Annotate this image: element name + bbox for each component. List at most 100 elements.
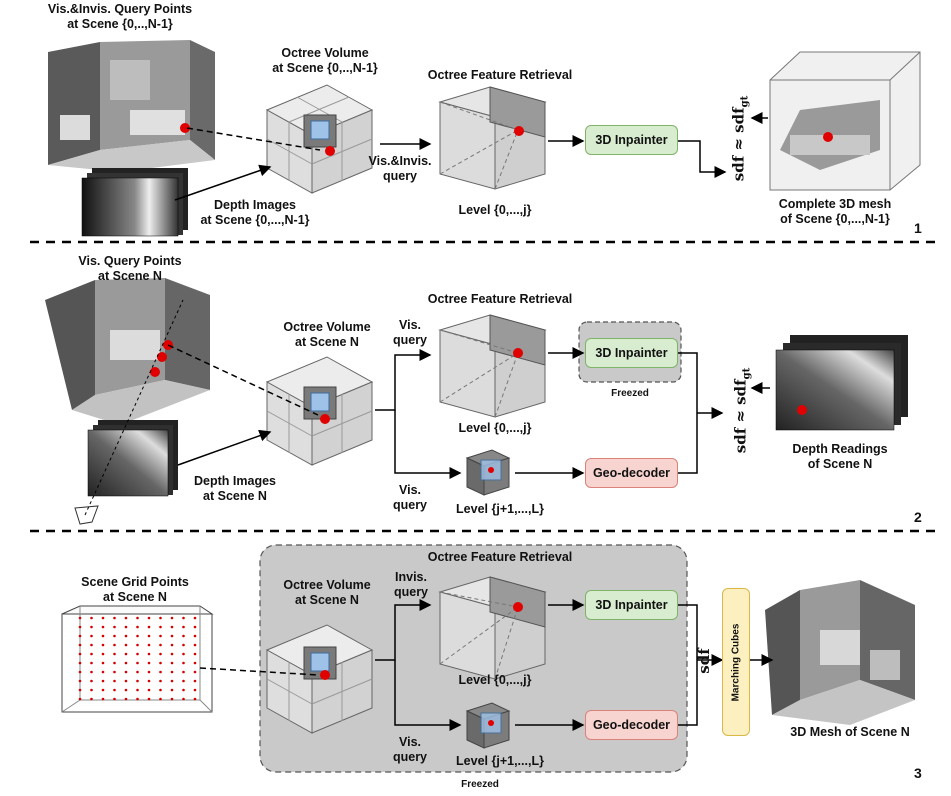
grid-point xyxy=(124,643,128,647)
camera-icon xyxy=(74,299,184,525)
p3-inpainter-box: 3D Inpainter xyxy=(585,590,678,620)
grid-point xyxy=(170,643,174,647)
grid-point xyxy=(124,661,128,665)
grid-point xyxy=(113,616,116,620)
panel-number-2: 2 xyxy=(914,509,922,525)
grid-point xyxy=(136,616,139,620)
depth-images-1 xyxy=(81,168,188,237)
grid-point xyxy=(159,616,162,620)
grid-point xyxy=(147,661,151,665)
grid-point xyxy=(101,652,105,656)
grid-point xyxy=(101,670,105,674)
grid-point xyxy=(113,697,116,701)
grid-point xyxy=(124,670,128,674)
grid-point xyxy=(193,652,197,656)
grid-point xyxy=(78,697,82,701)
grid-point xyxy=(159,643,162,647)
grid-point xyxy=(170,634,174,638)
grid-point xyxy=(78,634,82,638)
grid-points-box xyxy=(61,605,214,713)
grid-point xyxy=(90,652,93,656)
grid-point xyxy=(182,688,185,692)
grid-point xyxy=(124,652,128,656)
grid-point xyxy=(182,643,185,647)
arrow-depth-1 xyxy=(174,164,272,201)
grid-point xyxy=(182,634,185,638)
grid-point xyxy=(147,643,151,647)
merge-line-3 xyxy=(678,604,698,726)
grid-point xyxy=(124,688,128,692)
grid-point xyxy=(78,679,82,683)
grid-point xyxy=(182,679,185,683)
grid-point xyxy=(159,634,162,638)
grid-point xyxy=(193,688,197,692)
grid-point xyxy=(113,661,116,665)
grid-point xyxy=(90,688,93,692)
grid-point xyxy=(170,625,174,629)
grid-point xyxy=(159,697,162,701)
grid-point xyxy=(193,679,197,683)
small-cube-2 xyxy=(465,449,511,496)
grid-point xyxy=(147,670,151,674)
p2-vis-query-top: Vis.query xyxy=(392,318,428,347)
p2-geo-decoder-box: Geo-decoder xyxy=(585,458,678,488)
grid-point xyxy=(159,661,162,665)
grid-point xyxy=(101,616,105,620)
grid-point xyxy=(136,652,139,656)
grid-point xyxy=(101,643,105,647)
p3-geo-decoder-box: Geo-decoder xyxy=(585,710,678,740)
grid-point xyxy=(101,634,105,638)
grid-point xyxy=(147,697,151,701)
grid-point xyxy=(78,688,82,692)
p3-invis-query: Invis.query xyxy=(393,570,429,599)
p1-inpainter-box: 3D Inpainter xyxy=(585,125,678,155)
arrow-vis-bottom-2 xyxy=(394,410,462,479)
grid-point xyxy=(193,625,197,629)
small-cube-3 xyxy=(465,702,511,749)
retrieval-cube-2 xyxy=(438,314,547,418)
grid-point xyxy=(147,634,151,638)
octree-cube-1 xyxy=(265,84,374,194)
dashed-link-1 xyxy=(186,127,321,151)
grid-point xyxy=(78,670,82,674)
grid-point xyxy=(90,643,93,647)
octree-cube-2 xyxy=(265,356,374,466)
arrow-vis-top-2 xyxy=(375,349,432,411)
grid-point xyxy=(147,688,151,692)
p1-level-label: Level {0,...,j} xyxy=(458,203,532,217)
p2-level-bottom-label: Level {j+1,...,L} xyxy=(456,502,544,516)
room-scene-2 xyxy=(45,278,210,425)
grid-point xyxy=(136,679,139,683)
p3-freezed-label: Freezed xyxy=(461,779,499,790)
grid-point xyxy=(159,625,162,629)
grid-point xyxy=(113,688,116,692)
grid-point xyxy=(159,652,162,656)
p2-sdf-label: sdf ≈ sdfgt xyxy=(731,367,753,454)
depth-images-2 xyxy=(87,420,178,497)
p3-vis-query: Vis.query xyxy=(392,735,428,764)
p2-feature-retrieval-label: Octree Feature Retrieval xyxy=(427,292,573,306)
grid-point xyxy=(113,625,116,629)
grid-point xyxy=(78,652,82,656)
grid-point xyxy=(136,625,139,629)
grid-point xyxy=(182,661,185,665)
grid-point xyxy=(124,679,128,683)
grid-point xyxy=(90,616,93,620)
p2-vis-query-bottom: Vis.query xyxy=(392,483,428,512)
grid-point xyxy=(182,616,185,620)
grid-point xyxy=(78,616,82,620)
grid-point xyxy=(124,634,128,638)
arrow-invis-3 xyxy=(375,599,432,661)
grid-point xyxy=(182,670,185,674)
grid-point xyxy=(193,634,197,638)
complete-mesh-1 xyxy=(769,51,921,191)
dashed-link-2 xyxy=(167,344,319,416)
grid-point xyxy=(159,679,162,683)
panel-number-1: 1 xyxy=(914,220,922,236)
grid-point xyxy=(136,670,139,674)
